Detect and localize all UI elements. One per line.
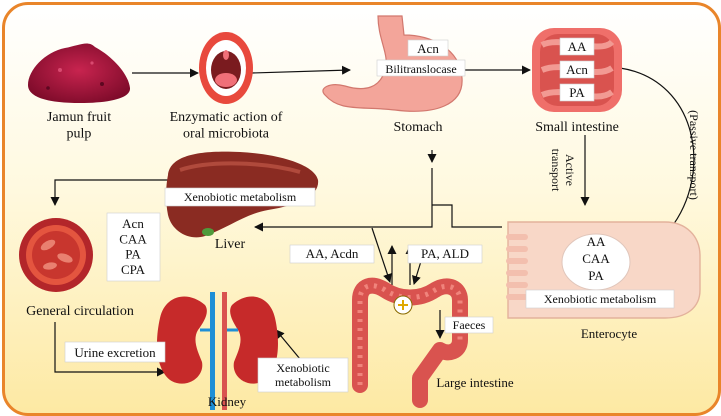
label-oral-microbiota: Enzymatic action of oral microbiota bbox=[170, 110, 283, 142]
label-si-pa: PA bbox=[569, 85, 585, 100]
xeno-kidney-box bbox=[257, 357, 349, 393]
label-aa-acdn: AA, Acdn bbox=[306, 246, 359, 261]
text-line: Active bbox=[563, 154, 577, 186]
label-passive-transport: (Passive transport) bbox=[687, 110, 701, 200]
label-ent-aa: AA bbox=[587, 234, 606, 249]
text-line: CAA bbox=[119, 231, 147, 246]
label-si-aa: AA bbox=[568, 39, 587, 54]
aa-acdn-box bbox=[289, 244, 375, 264]
diagram-labels: Jamun fruit pulp Enzymatic action of oral … bbox=[26, 39, 701, 409]
arrow-to-urine bbox=[54, 322, 166, 377]
label-liver: Liver bbox=[215, 237, 246, 252]
label-jamun: Jamun fruit pulp bbox=[47, 110, 111, 142]
label-xeno-enterocyte: Xenobiotic metabolism bbox=[544, 292, 657, 306]
label-small-intestine: Small intestine bbox=[535, 120, 619, 135]
text-line: Jamun fruit bbox=[47, 110, 111, 125]
text-line: transport bbox=[549, 149, 563, 192]
label-enterocyte: Enterocyte bbox=[581, 326, 638, 341]
pathway-arrows bbox=[50, 65, 695, 377]
stomach-acn-box bbox=[407, 39, 449, 57]
si-aa-box bbox=[559, 37, 595, 56]
label-pa-ald: PA, ALD bbox=[421, 246, 469, 261]
jamun-pulp-image bbox=[28, 43, 131, 103]
large-intestine-image bbox=[352, 277, 468, 408]
text-line: pulp bbox=[67, 127, 92, 142]
text-line: CPA bbox=[121, 262, 146, 277]
arrow-liver-to-circulation bbox=[50, 179, 192, 206]
arrow-passive-transport bbox=[619, 67, 695, 236]
label-si-acn: Acn bbox=[566, 62, 588, 77]
urine-box bbox=[64, 341, 166, 363]
arrow-enterocyte-to-liver bbox=[254, 168, 502, 232]
text-line: Xenobiotic bbox=[276, 361, 329, 375]
text-line: metabolism bbox=[275, 375, 332, 389]
label-xeno-liver: Xenobiotic metabolism bbox=[184, 190, 297, 204]
text-line: Enzymatic action of bbox=[170, 110, 283, 125]
text-line: Acn bbox=[122, 216, 144, 231]
xeno-enterocyte-box bbox=[525, 289, 675, 309]
arrow-mouth-to-stomach bbox=[251, 65, 351, 75]
pa-ald-box bbox=[407, 244, 483, 264]
label-kidney: Kidney bbox=[208, 394, 247, 409]
bilitranslocase-box bbox=[376, 59, 466, 77]
label-active-transport: Activetransport bbox=[549, 149, 577, 192]
label-stomach-acn: Acn bbox=[417, 41, 439, 56]
label-stomach: Stomach bbox=[394, 120, 443, 135]
circ-list-box bbox=[106, 212, 161, 282]
text-line: oral microbiota bbox=[183, 127, 270, 142]
text-line: PA bbox=[125, 247, 141, 262]
mouth-image bbox=[199, 32, 253, 104]
xeno-liver-box bbox=[164, 187, 316, 207]
si-pa-box bbox=[559, 83, 595, 102]
blood-vessel-image bbox=[19, 218, 93, 292]
faeces-box bbox=[444, 316, 494, 334]
label-bilitranslocase: Bilitranslocase bbox=[385, 62, 456, 76]
arrow-to-li-left bbox=[371, 227, 392, 283]
label-urine-excretion: Urine excretion bbox=[74, 345, 156, 360]
label-faeces: Faeces bbox=[453, 318, 486, 332]
label-ent-caa: CAA bbox=[582, 251, 610, 266]
label-large-intestine: Large intestine bbox=[436, 375, 514, 390]
label-ent-pa: PA bbox=[588, 268, 604, 283]
label-general-circulation: General circulation bbox=[26, 304, 134, 319]
si-acn-box bbox=[559, 60, 595, 79]
